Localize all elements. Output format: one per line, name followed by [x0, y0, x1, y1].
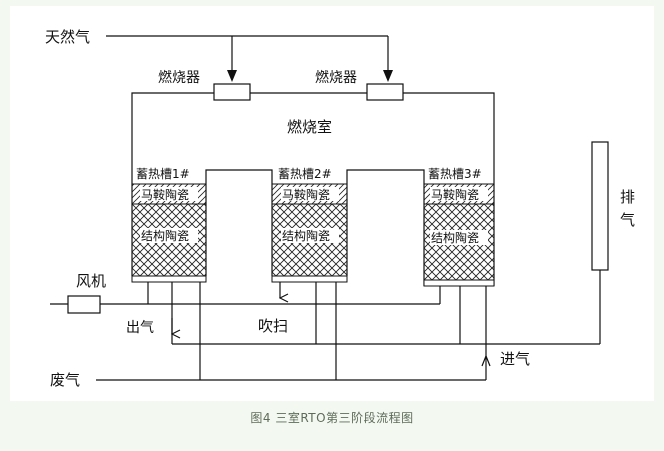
burner-right [366, 83, 404, 101]
exhaust-stack [591, 141, 609, 271]
gas-arrow-left [227, 70, 237, 82]
structured-ceramic-label: 结构陶瓷 [141, 228, 189, 243]
fan-label: 风机 [76, 272, 106, 290]
burner-left [213, 83, 251, 101]
inlet-arrow [481, 354, 491, 367]
inlet-gas-label: 进气 [500, 350, 530, 368]
tank-label: 蓄热槽1# [136, 167, 190, 181]
outlet-gas-label: 出气 [126, 320, 154, 336]
structured-ceramic-label: 结构陶瓷 [282, 228, 330, 243]
burner-left-label: 燃烧器 [158, 69, 200, 86]
exhaust-char-1: 排 [620, 188, 635, 206]
waste-gas-label: 废气 [50, 371, 80, 389]
purge-label: 吹扫 [258, 317, 288, 335]
structured-ceramic-label: 结构陶瓷 [431, 230, 479, 245]
gas-arrow-right [383, 70, 393, 82]
saddle-ceramic-label: 马鞍陶瓷 [141, 187, 189, 202]
combustion-chamber-label: 燃烧室 [287, 118, 332, 136]
regenerator-chamber-2: 蓄热槽2# 马鞍陶瓷 结构陶瓷 [271, 167, 348, 283]
regenerator-chamber-1: 蓄热槽1# 马鞍陶瓷 结构陶瓷 [131, 167, 207, 283]
fan [67, 295, 101, 314]
exhaust-label: 排 气 [620, 188, 640, 229]
regenerator-chamber-3: 蓄热槽3# 马鞍陶瓷 结构陶瓷 [423, 167, 495, 287]
saddle-ceramic-label: 马鞍陶瓷 [431, 187, 479, 202]
tank-label: 蓄热槽3# [428, 167, 482, 181]
burner-right-label: 燃烧器 [315, 69, 357, 86]
tank-label: 蓄热槽2# [278, 167, 332, 181]
natural-gas-label: 天然气 [45, 28, 90, 46]
figure-caption: 图4 三室RTO第三阶段流程图 [250, 411, 414, 425]
saddle-ceramic-label: 马鞍陶瓷 [282, 187, 330, 202]
exhaust-char-2: 气 [620, 211, 635, 229]
